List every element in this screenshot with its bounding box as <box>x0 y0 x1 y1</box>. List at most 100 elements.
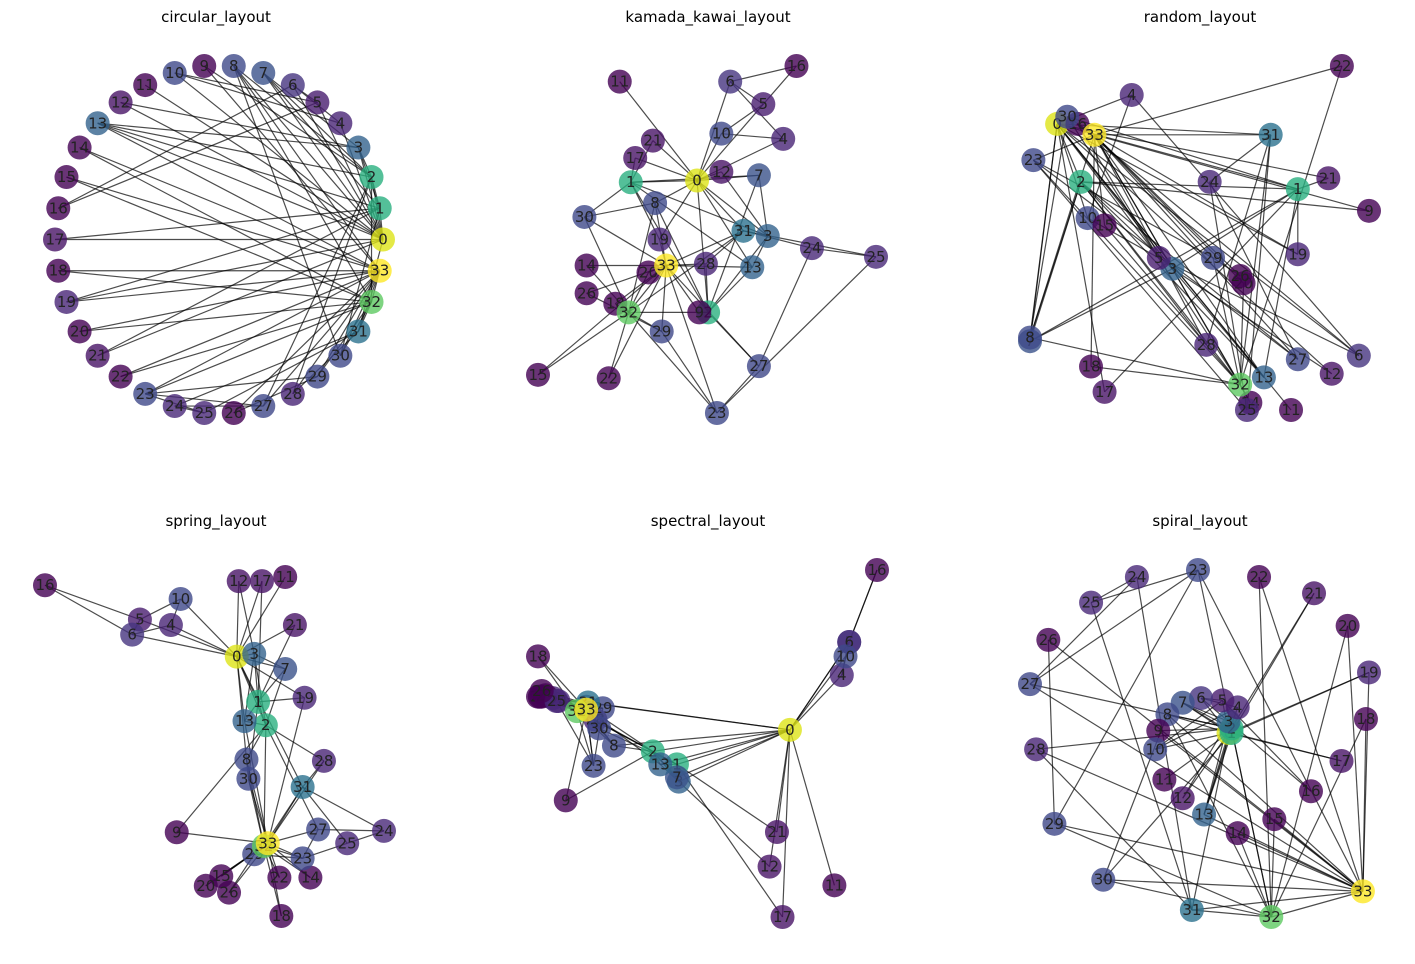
node <box>623 145 648 170</box>
edge <box>1080 181 1370 212</box>
edge <box>789 674 843 731</box>
node-label: 15 <box>57 168 76 186</box>
node <box>709 159 734 184</box>
edge <box>1258 576 1364 892</box>
node <box>1228 264 1253 289</box>
node-label: 31 <box>349 322 368 340</box>
edge <box>44 584 141 621</box>
node <box>1329 748 1354 773</box>
node <box>1192 802 1217 827</box>
edge <box>1103 879 1363 892</box>
node-label: 18 <box>272 907 291 925</box>
edge <box>1154 699 1223 750</box>
node-label: 0 <box>232 648 242 666</box>
node <box>164 820 189 845</box>
node-label: 32 <box>1231 376 1250 394</box>
node-label: 17 <box>1332 752 1351 770</box>
edge <box>1029 336 1241 386</box>
node <box>718 69 743 94</box>
node-label: 15 <box>528 366 547 384</box>
edge <box>1029 123 1058 338</box>
panel-title-kamada-kawai: kamada_kawai_layout <box>625 8 790 27</box>
node <box>1146 245 1171 270</box>
edge <box>696 180 753 268</box>
node-label: 31 <box>734 222 753 240</box>
node-label: 7 <box>259 64 269 82</box>
node <box>367 258 392 283</box>
edge <box>1093 134 1106 226</box>
edge <box>54 207 380 241</box>
node-label: 12 <box>712 163 731 181</box>
node-label: 28 <box>283 385 302 403</box>
node <box>553 788 578 813</box>
node-label: 14 <box>577 257 596 275</box>
edges <box>1029 569 1370 918</box>
node-label: 33 <box>1353 882 1372 900</box>
node-label: 29 <box>1045 815 1064 833</box>
node <box>526 362 550 387</box>
node-label: 10 <box>1078 209 1097 227</box>
edge <box>661 331 718 414</box>
node <box>1185 558 1210 582</box>
node <box>864 244 888 269</box>
edge <box>1209 134 1272 183</box>
node <box>108 90 133 115</box>
edge <box>1239 65 1343 385</box>
node-label: 16 <box>867 561 886 579</box>
edge <box>1093 134 1214 259</box>
node-label: 2 <box>367 168 377 186</box>
node <box>526 644 550 669</box>
edge <box>1047 639 1364 892</box>
node-label: 8 <box>609 737 619 755</box>
edge <box>1054 823 1364 892</box>
edge <box>144 270 380 395</box>
node <box>226 569 251 594</box>
edge <box>584 202 656 218</box>
node <box>1179 898 1204 923</box>
edge <box>1029 683 1364 892</box>
node-label: 20 <box>196 877 215 895</box>
edge <box>120 101 359 149</box>
node-label: 29 <box>1204 249 1223 267</box>
node-label: 14 <box>70 139 89 157</box>
node <box>618 170 643 195</box>
node <box>529 678 554 703</box>
node <box>221 54 246 78</box>
edge <box>707 235 769 313</box>
edge <box>707 175 760 313</box>
edge <box>696 180 709 313</box>
edge <box>233 65 372 178</box>
node-label: 7 <box>754 166 764 184</box>
node-label: 26 <box>577 284 596 302</box>
edge <box>848 569 878 643</box>
node-label: 12 <box>760 858 779 876</box>
node <box>346 319 371 344</box>
panel-5: 0123456789101112131415161718192021222324… <box>1018 558 1381 929</box>
edge <box>1212 257 1241 385</box>
node <box>328 111 353 136</box>
edge <box>1094 134 1370 212</box>
edge <box>66 270 380 303</box>
node-label: 30 <box>590 719 609 737</box>
node <box>54 289 79 314</box>
node <box>755 224 780 249</box>
node-label: 5 <box>1154 249 1164 267</box>
node <box>581 753 606 778</box>
node <box>1298 779 1323 804</box>
edge <box>565 750 654 801</box>
node-label: 7 <box>280 660 290 678</box>
node <box>1319 361 1344 386</box>
edge <box>144 84 384 241</box>
edge <box>1104 188 1299 393</box>
edge <box>537 311 629 376</box>
node-label: 15 <box>1095 216 1114 234</box>
node <box>305 364 330 389</box>
edge <box>1209 181 1248 411</box>
node-label: 16 <box>35 576 54 594</box>
edge <box>233 65 373 303</box>
node-label: 13 <box>1195 806 1214 824</box>
edge <box>97 122 380 209</box>
node <box>865 558 889 582</box>
node <box>770 905 795 929</box>
